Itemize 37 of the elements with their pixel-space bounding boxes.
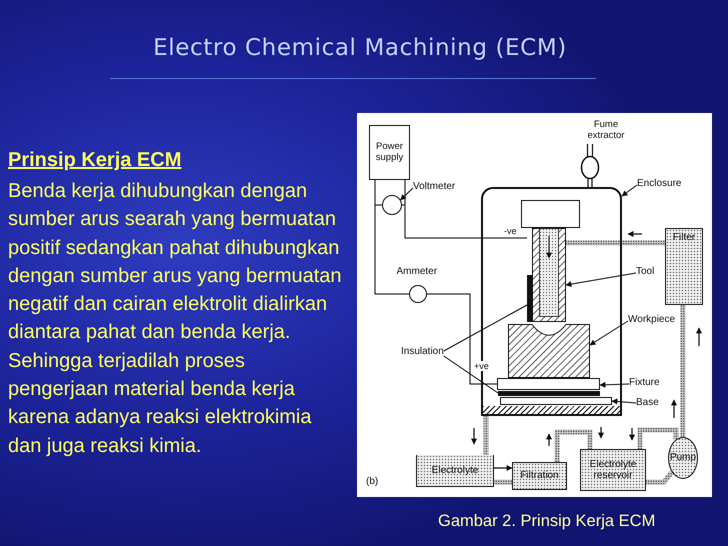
workpiece-label: Workpiece xyxy=(628,314,676,326)
polarity-label: +ve xyxy=(473,361,490,371)
arrow xyxy=(494,465,513,471)
pipe xyxy=(484,416,488,455)
filtration-tank: Filtration xyxy=(512,462,567,490)
ammeter-label: Ammeter xyxy=(396,266,438,278)
slide-title: Electro Chemical Machining (ECM) xyxy=(153,34,567,62)
pipe xyxy=(554,430,592,462)
insulation-strip xyxy=(527,275,532,322)
polarity-label: -ve xyxy=(503,226,518,236)
enclosure-label: Enclosure xyxy=(637,178,682,190)
base-label: Base xyxy=(636,397,659,409)
insulation-strip xyxy=(498,391,600,396)
electrolyte-tank: Electrolyte xyxy=(416,455,494,487)
tool-label: Tool xyxy=(636,266,654,278)
figure-label: (b) xyxy=(366,476,378,488)
pipe xyxy=(646,470,674,484)
voltmeter-label: Voltmeter xyxy=(413,181,456,193)
pipe xyxy=(638,428,679,449)
fixture-label: Fixture xyxy=(629,377,660,389)
figure-caption: Gambar 2. Prinsip Kerja ECM xyxy=(438,512,656,531)
leader-line xyxy=(622,184,638,196)
leader-line xyxy=(400,188,414,200)
pump: Pump xyxy=(668,437,698,479)
fume-extractor-label: Fume extractor xyxy=(586,119,626,141)
voltmeter-symbol xyxy=(382,195,402,215)
power-supply-box: Power supply xyxy=(369,125,410,180)
pipe xyxy=(494,480,512,484)
reservoir-tank: Electrolyte reservoir xyxy=(580,449,646,491)
insulation-label: Insulation xyxy=(401,346,444,358)
section-heading: Prinsip Kerja ECM xyxy=(8,149,182,172)
filter-tank: Filter xyxy=(665,228,703,305)
wire xyxy=(374,180,410,294)
base-plate xyxy=(500,397,612,405)
fixture-plate xyxy=(497,378,600,390)
pipe xyxy=(680,305,686,437)
description-paragraph: Benda kerja dihubungkan dengan sumber arus searah yang bermuatan positif sedangkan pahat dihubungkan dengan sumber arus yang bermuatan negatif dan cairan elektrolit dialirkan diantara pahat dan benda kerja. Sehingga terjadilah proses pengerjaan material benda kerja karena adanya reaksi elektrokimia dan juga reaksi kimia. xyxy=(8,179,343,459)
